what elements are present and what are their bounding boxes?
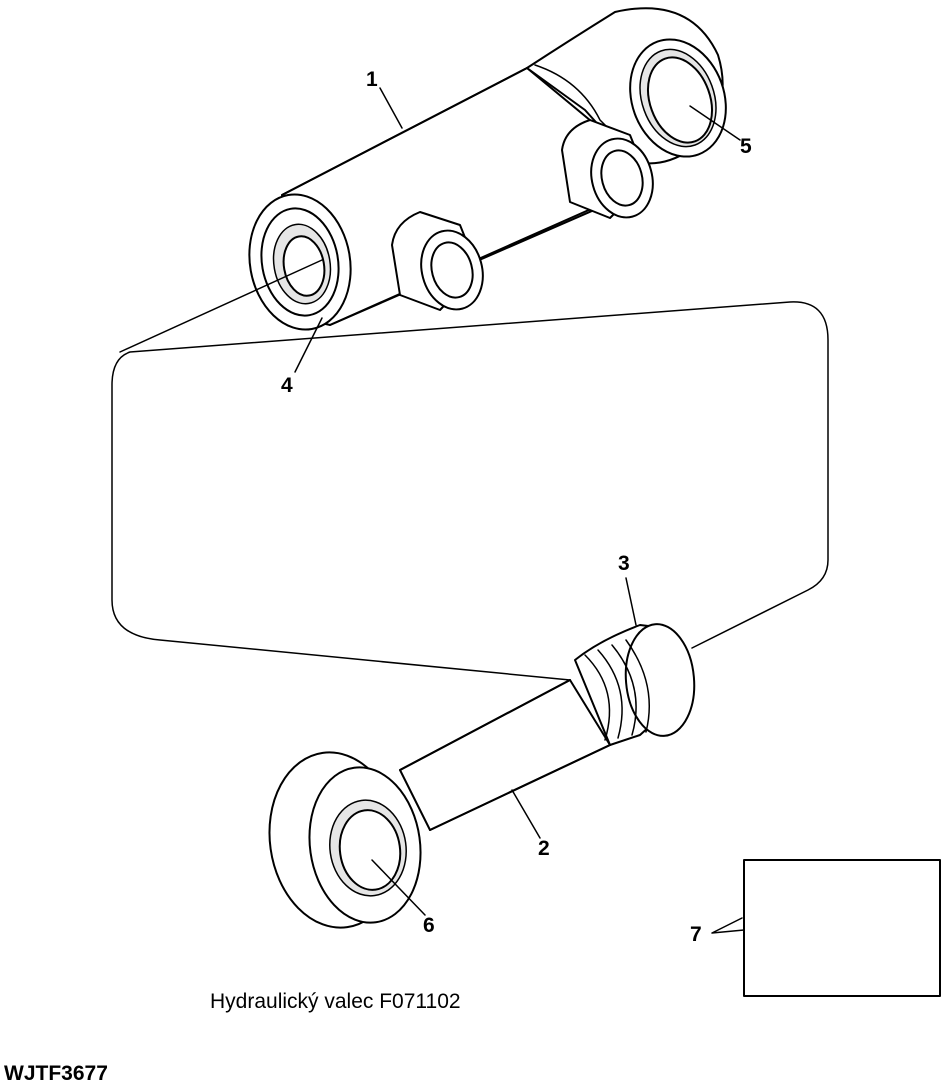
- callout-4: 4: [281, 374, 293, 397]
- callout-5: 5: [740, 135, 752, 158]
- diagram-caption: Hydraulický valec F071102: [210, 990, 461, 1013]
- callout-3: 3: [618, 552, 630, 575]
- callout-7: 7: [690, 923, 702, 946]
- callout-2: 2: [538, 837, 550, 860]
- cylinder-barrel: [248, 7, 727, 331]
- leader-lines: [119, 87, 745, 934]
- figure-id: WJTF3677: [4, 1062, 108, 1085]
- callout-1: 1: [366, 68, 378, 91]
- piston-rod: [268, 623, 696, 929]
- seal-kit-box: [743, 859, 941, 997]
- callout-6: 6: [423, 914, 435, 937]
- assembly-outline: [111, 301, 829, 681]
